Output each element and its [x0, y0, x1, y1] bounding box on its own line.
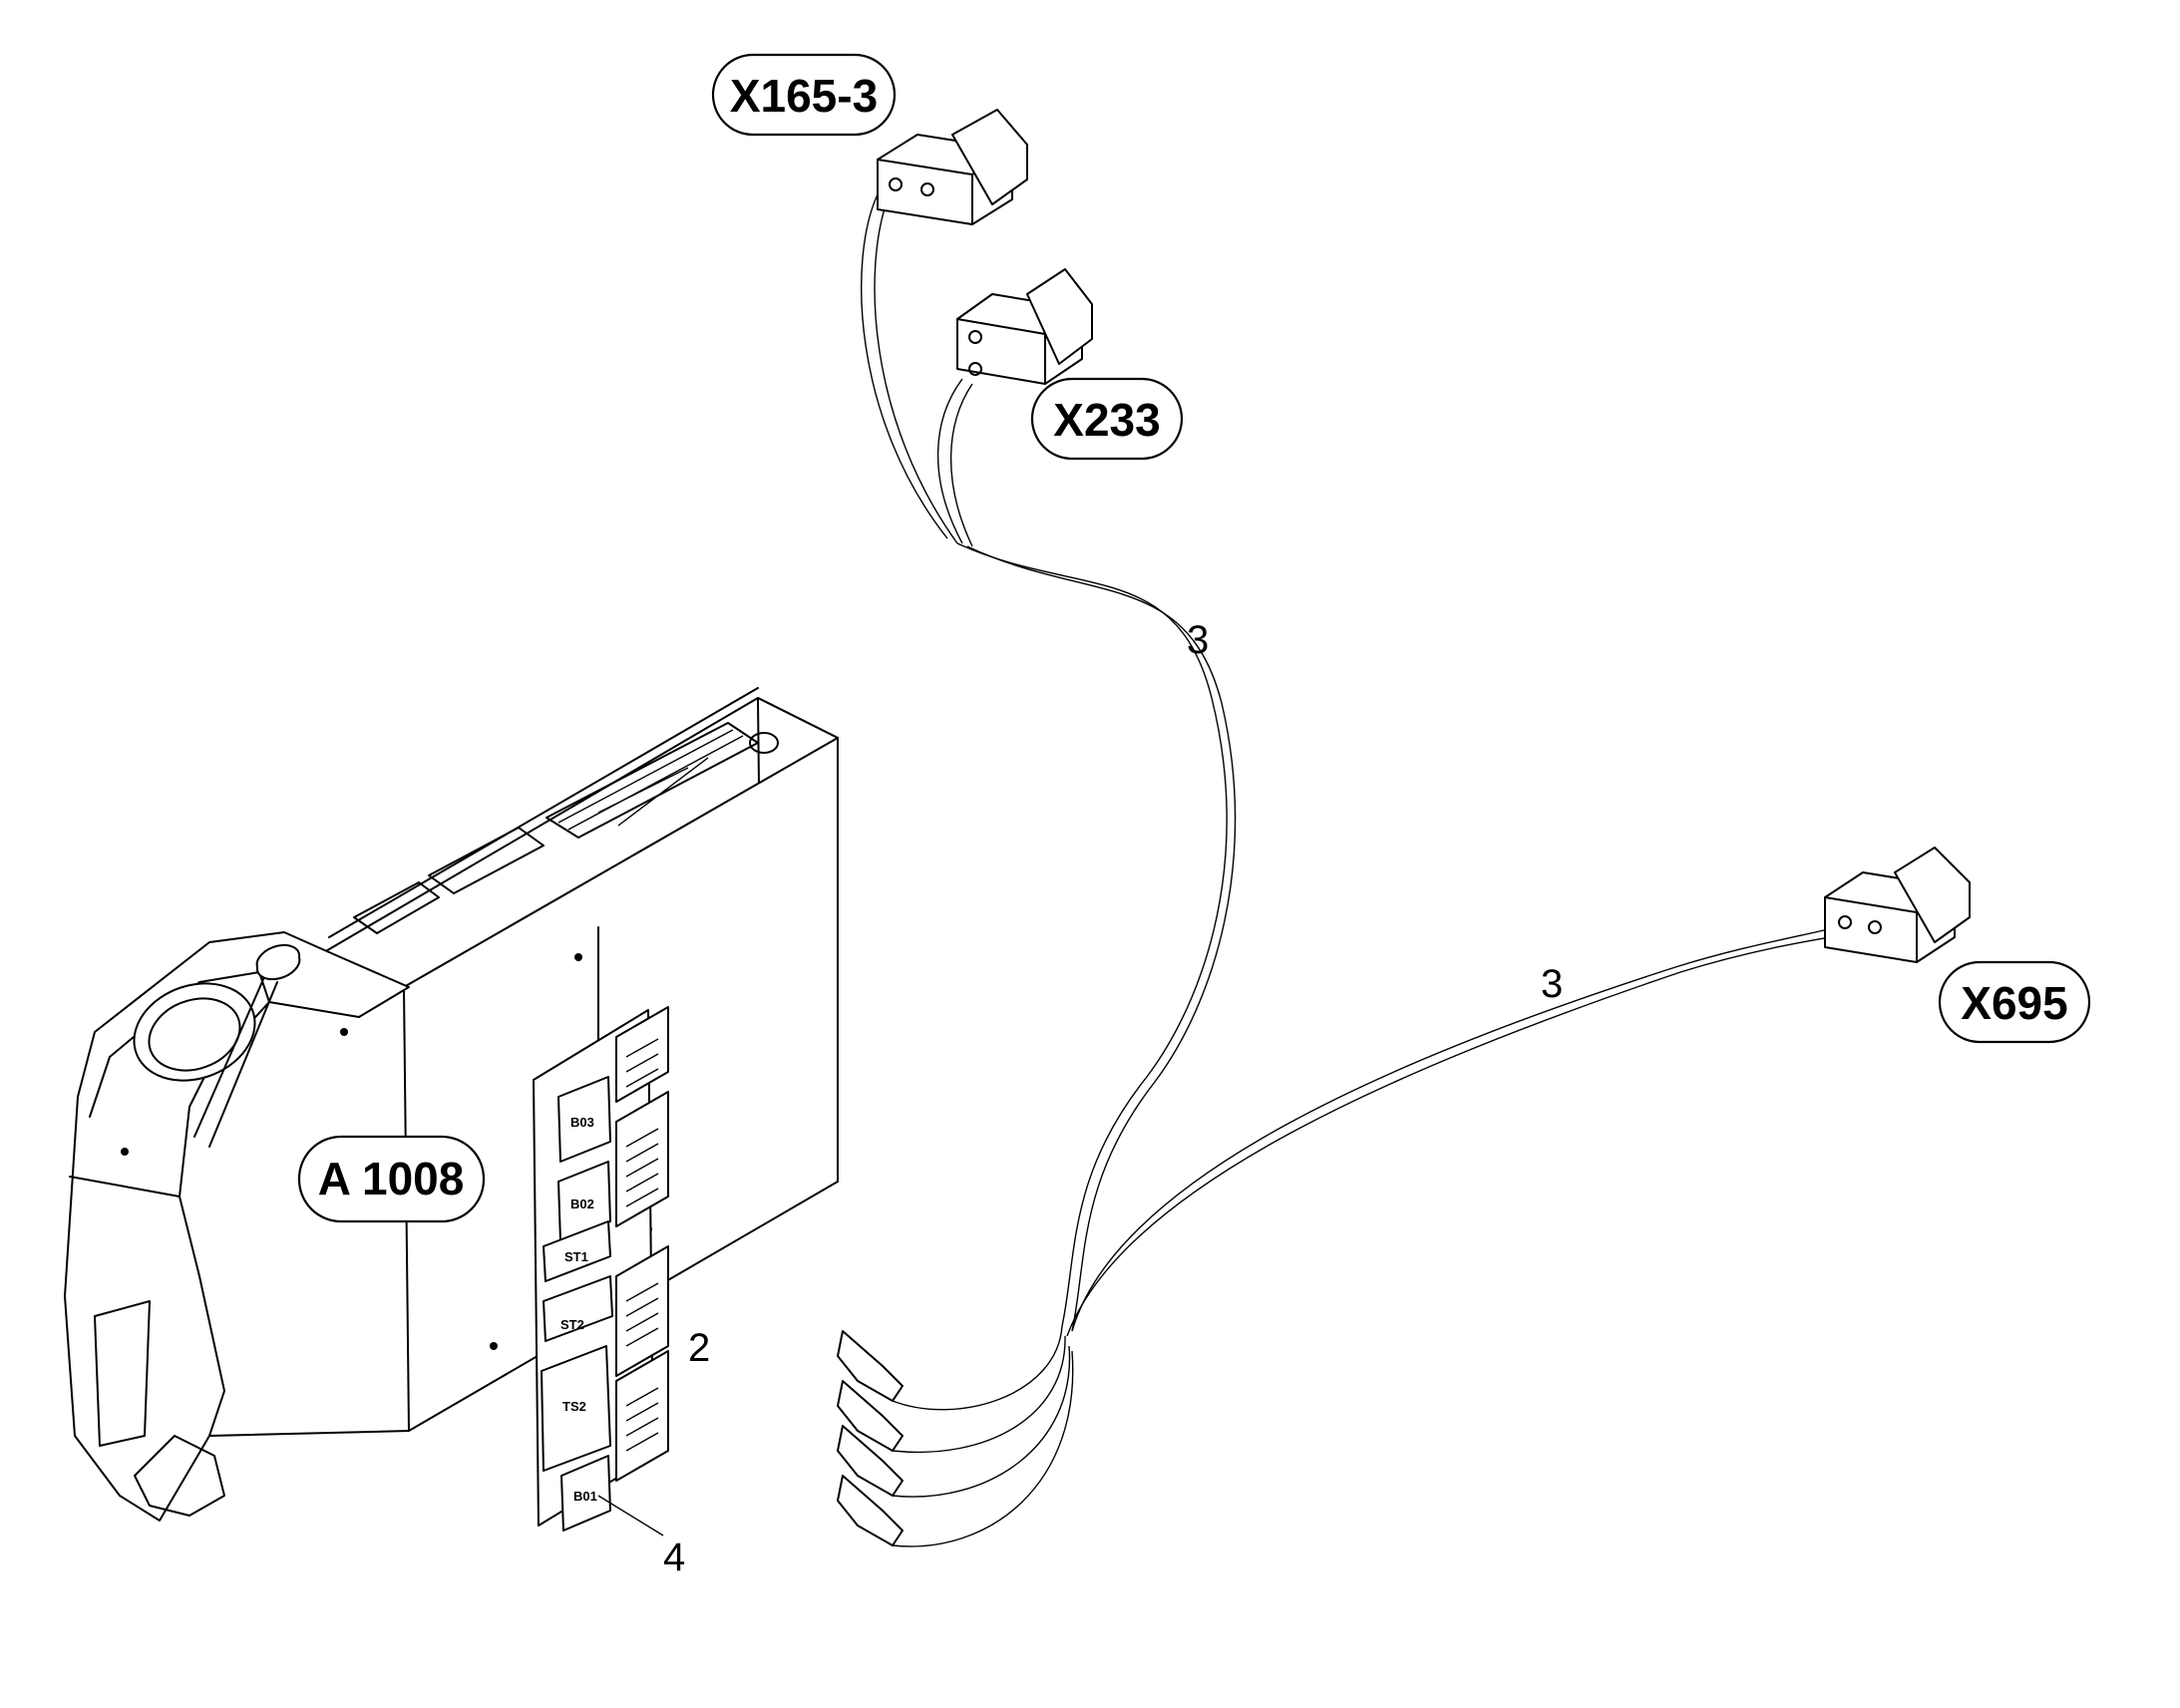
chip-b02-label: B02 — [570, 1196, 594, 1211]
label-x165-3-text: X165-3 — [730, 70, 878, 122]
label-a1008: A 1008 — [297, 1135, 486, 1223]
callout-board: 2 — [688, 1326, 710, 1370]
chip-st2-label: ST2 — [560, 1317, 584, 1332]
chip-ts2-label: TS2 — [562, 1399, 586, 1414]
label-x233: X233 — [1030, 377, 1184, 461]
circuit-board: B03 B02 ST1 ST2 TS2 B01 — [533, 1006, 669, 1532]
module-housing — [64, 687, 839, 1522]
chip-st1-label: ST1 — [564, 1249, 588, 1264]
callout-harness-lower: 3 — [1541, 962, 1563, 1006]
connector-x695-body — [1824, 847, 1971, 963]
wiring-harness — [861, 193, 1861, 1547]
label-x695: X695 — [1938, 960, 2091, 1044]
callout-chip: 4 — [663, 1536, 685, 1579]
chip-b03-label: B03 — [570, 1115, 594, 1130]
connector-x165-body — [877, 109, 1028, 225]
label-x233-text: X233 — [1053, 394, 1160, 446]
chip-b01-label: B01 — [573, 1489, 597, 1504]
ring-terminals — [837, 1330, 904, 1546]
label-a1008-text: A 1008 — [318, 1153, 465, 1204]
callout-chip-leader — [597, 1495, 664, 1537]
label-x695-text: X695 — [1961, 977, 2067, 1029]
callout-harness-upper: 3 — [1187, 618, 1209, 662]
connector-x233-body — [956, 268, 1093, 385]
label-x165-3: X165-3 — [711, 53, 897, 137]
